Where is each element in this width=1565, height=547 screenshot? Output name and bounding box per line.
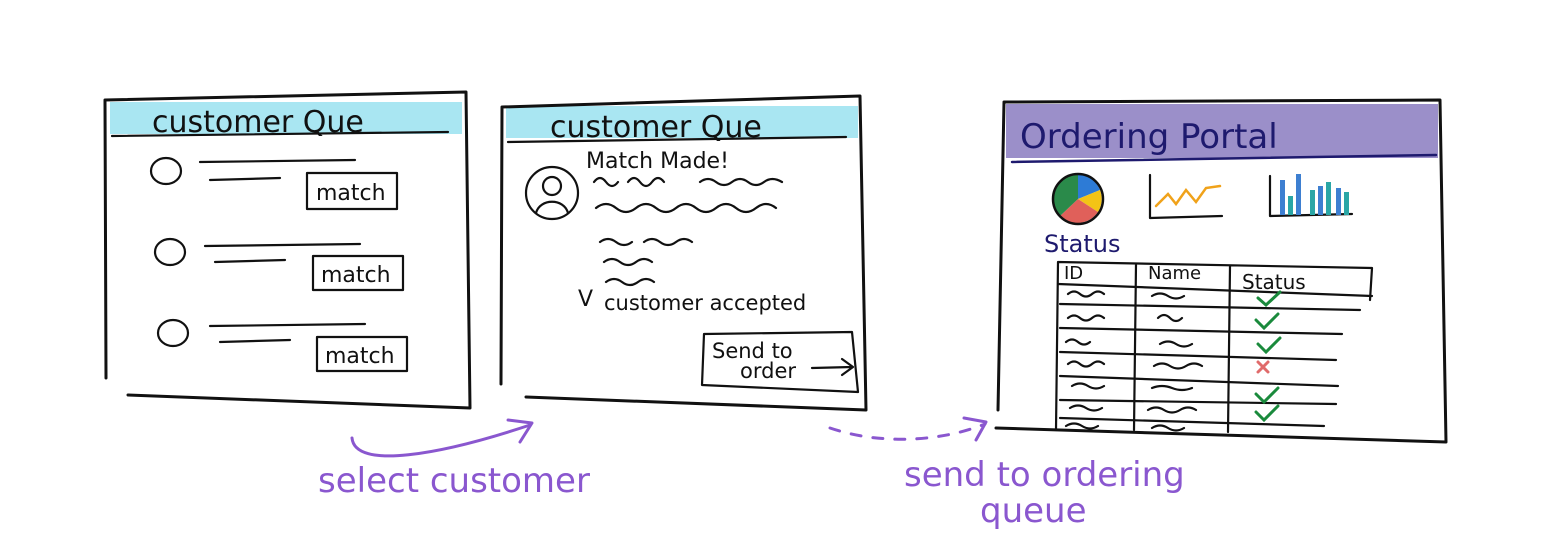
match-made-text: Match Made! — [586, 149, 729, 174]
annotation-send-to-ordering: send to ordering queue — [828, 416, 1185, 531]
radio-icon[interactable] — [149, 156, 183, 186]
squiggle-text-4 — [602, 257, 654, 267]
arrowhead-icon — [506, 418, 534, 444]
screen2-header-fill — [506, 106, 858, 138]
table-header-status: Status — [1242, 270, 1306, 294]
queue-label: queue — [980, 491, 1087, 531]
select-customer-label: select customer — [318, 461, 590, 501]
arrowhead-icon — [962, 416, 988, 442]
screen3-header-fill — [1006, 104, 1438, 158]
arrow-right-icon — [810, 357, 855, 377]
radio-icon[interactable] — [153, 237, 187, 267]
screen3-frame — [994, 98, 1448, 444]
table-header-name: Name — [1148, 263, 1201, 284]
table-header-line — [1056, 282, 1374, 298]
squiggle-text-3 — [598, 237, 694, 247]
screen2-frame — [499, 94, 868, 412]
screen2-header-divider — [506, 135, 848, 144]
send-button-line2: order — [740, 359, 796, 383]
screen-customer-queue: customer Que match match match — [103, 90, 472, 410]
bar-chart-icon — [1268, 174, 1354, 218]
table-header-id: ID — [1064, 263, 1083, 284]
dashed-arrow — [828, 422, 987, 441]
send-to-order-button[interactable]: Send to order — [700, 330, 860, 394]
screen-ordering-portal: Ordering Portal Status — [994, 98, 1448, 444]
match-button-label: match — [321, 263, 391, 288]
list-item: match — [156, 318, 409, 373]
send-to-ordering-label: send to ordering — [904, 455, 1185, 495]
check-icon — [1254, 386, 1280, 405]
x-icon — [1256, 360, 1270, 374]
squiggle-text-2 — [594, 202, 778, 214]
match-button[interactable] — [305, 171, 399, 211]
screen3-title: Ordering Portal — [1020, 117, 1278, 157]
curved-arrow — [350, 423, 532, 458]
status-icons — [1254, 290, 1282, 423]
checkmark-icon: V — [578, 287, 593, 312]
squiggle-text-1 — [592, 176, 784, 188]
match-button-label: match — [325, 344, 395, 369]
screen2-title: customer Que — [550, 110, 762, 145]
table-row-lines — [1058, 302, 1362, 428]
screen1-header-fill — [110, 102, 462, 134]
customer-accepted-text: customer accepted — [604, 291, 806, 315]
check-icon — [1256, 336, 1282, 355]
match-button[interactable] — [315, 335, 409, 373]
screen-match-made: customer Que Match Made! V customer acce… — [499, 94, 868, 412]
status-table: ID Name Status — [1054, 260, 1374, 434]
status-label: Status — [1044, 230, 1120, 258]
screen1-header-divider — [110, 130, 450, 138]
row-text-lines — [203, 242, 362, 264]
list-item: match — [153, 237, 405, 292]
screen1-frame — [103, 90, 472, 410]
pie-chart-icon — [1051, 172, 1105, 226]
check-icon — [1256, 290, 1282, 308]
screen3-header-divider — [1010, 153, 1438, 164]
table-frame — [1054, 260, 1374, 434]
send-button-line1: Send to — [712, 339, 793, 363]
list-item: match — [149, 156, 399, 211]
annotation-select-customer: select customer — [318, 418, 590, 501]
radio-icon[interactable] — [156, 318, 190, 348]
screen1-title: customer Que — [152, 105, 364, 140]
check-icon — [1254, 404, 1280, 423]
match-button-label: match — [316, 181, 386, 206]
match-button[interactable] — [311, 254, 405, 292]
person-icon — [524, 165, 580, 221]
check-icon — [1254, 312, 1280, 331]
table-cell-squiggles — [1064, 290, 1204, 432]
row-text-lines — [208, 322, 367, 344]
squiggle-text-5 — [604, 277, 656, 287]
row-text-lines — [198, 158, 357, 182]
line-chart-icon — [1148, 173, 1224, 220]
